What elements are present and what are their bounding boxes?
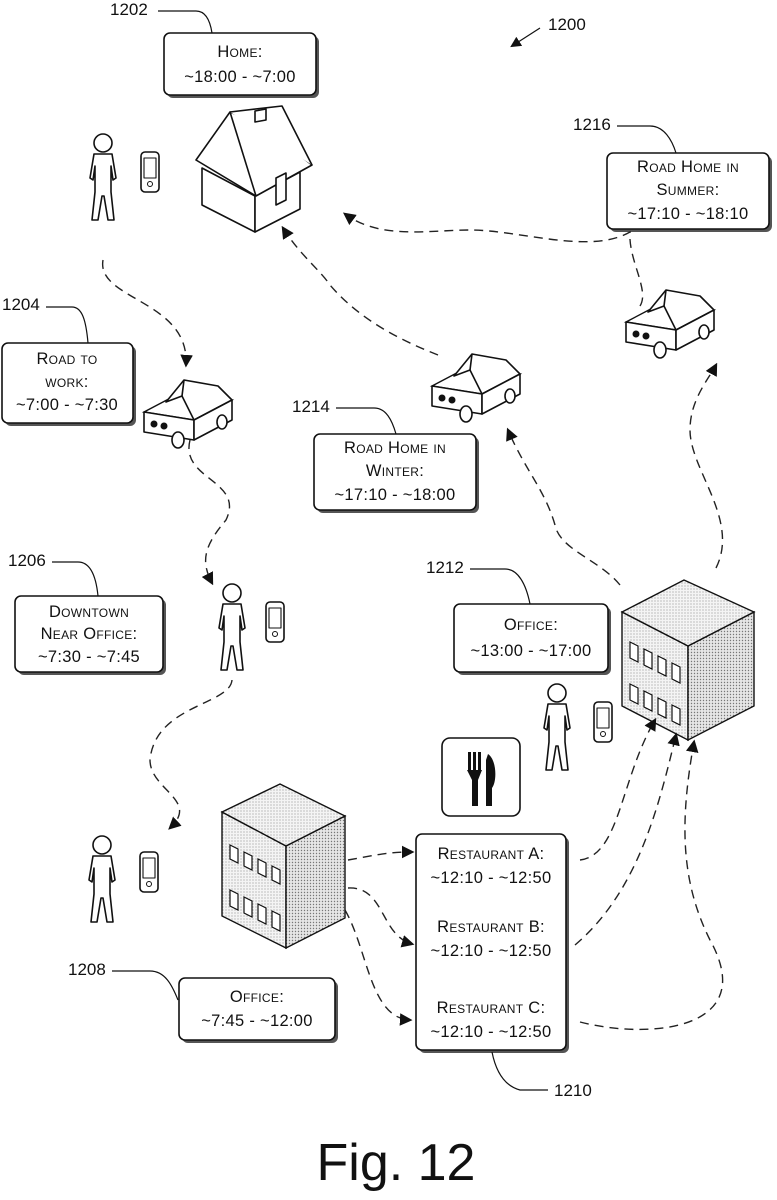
person-icon [218, 583, 246, 671]
ref-1208: 1208 [68, 960, 106, 979]
office-morning-box: 1208 Office: ~7:45 - ~12:00 [68, 960, 338, 1043]
road-home-winter-line2: Winter: [366, 462, 424, 480]
ref-1210: 1210 [554, 1081, 592, 1100]
office-morning-time: ~7:45 - ~12:00 [201, 1012, 313, 1030]
ref-1202: 1202 [110, 0, 148, 19]
restaurant-a-title: Restaurant A: [438, 845, 545, 863]
downtown-line2: Near Office: [41, 625, 138, 643]
ref-1204: 1204 [2, 295, 40, 314]
road-home-winter-box: 1214 Road Home in Winter: ~17:10 - ~18:0… [292, 397, 479, 513]
fork-knife-icon [441, 737, 521, 817]
person-icon [543, 683, 571, 771]
ref-1216: 1216 [573, 115, 611, 134]
svg-text:1200: 1200 [548, 15, 586, 34]
road-home-summer-line2: Summer: [656, 181, 719, 199]
office-afternoon-box: 1212 Office: ~13:00 - ~17:00 [426, 558, 611, 675]
phone-icon [140, 151, 160, 193]
car-icon [431, 353, 521, 423]
movement-paths [102, 212, 724, 1031]
restaurant-c-title: Restaurant C: [437, 999, 546, 1017]
restaurants-box: Restaurant A: ~12:10 - ~12:50 Restaurant… [415, 833, 592, 1100]
home-time: ~18:00 - ~7:00 [184, 68, 296, 86]
office-afternoon-title: Office: [504, 616, 558, 634]
person-icon [88, 835, 116, 923]
road-home-summer-line1: Road Home in [637, 158, 739, 176]
road-to-work-line2: work: [45, 373, 88, 391]
figure-caption: Fig. 12 [317, 1134, 476, 1192]
house-icon [195, 105, 313, 233]
road-home-summer-box: 1216 Road Home in Summer: ~17:10 - ~18:1… [573, 115, 772, 232]
road-to-work-time: ~7:00 - ~7:30 [16, 396, 118, 414]
road-to-work-line1: Road to [36, 350, 97, 368]
car-icon [625, 289, 715, 359]
road-to-work-box: 1204 Road to work: ~7:00 - ~7:30 [1, 295, 136, 426]
phone-icon [593, 701, 613, 743]
office-afternoon-time: ~13:00 - ~17:00 [470, 642, 591, 660]
restaurant-b-title: Restaurant B: [437, 918, 545, 936]
road-home-winter-time: ~17:10 - ~18:00 [334, 486, 455, 504]
road-home-winter-line1: Road Home in [344, 439, 446, 457]
restaurant-b-time: ~12:10 - ~12:50 [430, 942, 551, 960]
person-icon [89, 133, 117, 221]
figure-number-label: 1200 [510, 15, 586, 48]
restaurant-a-time: ~12:10 - ~12:50 [430, 869, 551, 887]
phone-icon [265, 601, 285, 643]
ref-1214: 1214 [292, 397, 330, 416]
phone-icon [139, 851, 159, 893]
office-morning-title: Office: [230, 988, 284, 1006]
restaurant-c-time: ~12:10 - ~12:50 [430, 1023, 551, 1041]
office-building-icon [220, 783, 347, 950]
home-title: Home: [217, 43, 262, 61]
downtown-box: 1206 Downtown Near Office: ~7:30 - ~7:45 [8, 551, 166, 675]
downtown-line1: Downtown [49, 603, 129, 621]
downtown-time: ~7:30 - ~7:45 [38, 648, 140, 666]
road-home-summer-time: ~17:10 - ~18:10 [627, 205, 748, 223]
ref-1212: 1212 [426, 558, 464, 577]
arrow-icon [510, 27, 541, 48]
office-building-icon [620, 579, 756, 742]
ref-1206: 1206 [8, 551, 46, 570]
car-icon [143, 379, 233, 449]
home-box: 1202 Home: ~18:00 - ~7:00 [110, 0, 319, 98]
